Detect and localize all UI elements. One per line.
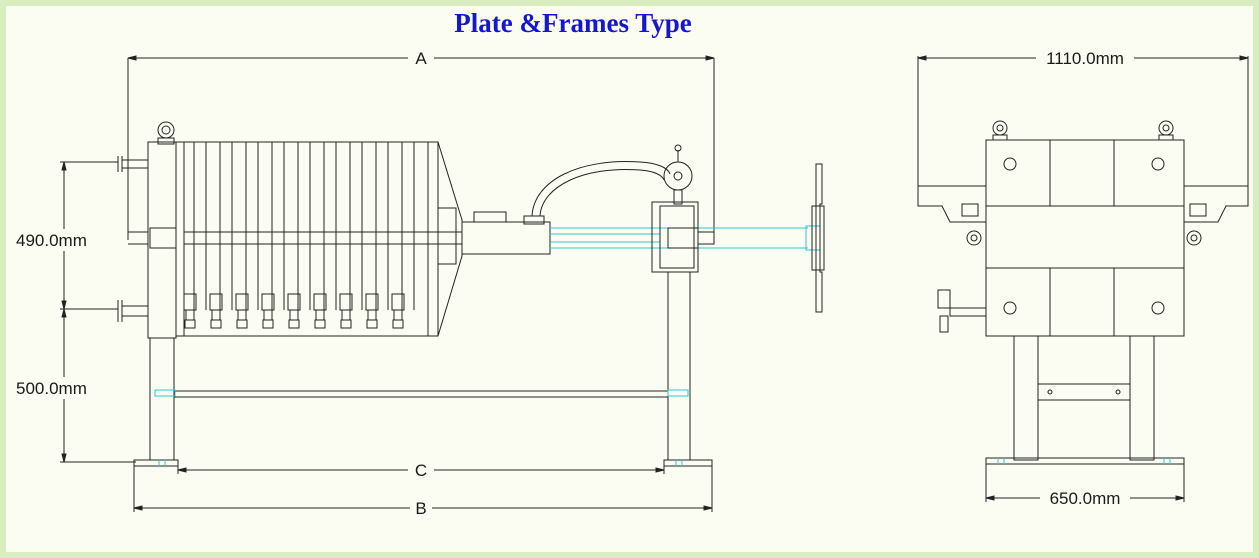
dimension-c: C <box>177 461 665 480</box>
hand-wheel <box>811 163 825 313</box>
front-valve <box>937 289 987 333</box>
dimension-plates-height-label: 490.0mm <box>16 231 87 250</box>
dimension-a-label: A <box>415 49 427 68</box>
dimension-a: A <box>127 49 715 240</box>
tail-stand <box>651 201 715 273</box>
dimension-base-width: 650.0mm <box>985 464 1185 508</box>
outlet-taps <box>183 293 405 329</box>
dimension-front-width-label: 1110.0mm <box>1046 49 1124 68</box>
dimension-legs-height-label: 500.0mm <box>16 379 87 398</box>
hydraulic-ram <box>461 211 821 255</box>
head-plate <box>147 121 177 339</box>
side-brackets <box>917 185 1249 246</box>
dimension-heights: 490.0mm 500.0mm <box>14 161 136 463</box>
dimension-c-label: C <box>415 461 427 480</box>
drawing-frame: Plate &Frames Type <box>6 6 1253 552</box>
filter-plates <box>175 141 463 337</box>
dimension-b-label: B <box>415 499 426 518</box>
front-plate-body <box>985 139 1185 337</box>
drawing-title: Plate &Frames Type <box>454 8 692 38</box>
side-legs <box>133 271 713 467</box>
dimension-b: B <box>133 466 713 518</box>
side-view: A 490.0mm 500.0mm <box>14 49 825 518</box>
front-view: 1110.0mm <box>917 49 1249 508</box>
dimension-front-width: 1110.0mm <box>917 49 1249 204</box>
dimension-base-width-label: 650.0mm <box>1050 489 1121 508</box>
front-lifting-eyes <box>992 120 1174 141</box>
front-legs <box>985 335 1185 465</box>
inlet-pipes <box>117 156 148 322</box>
pressure-gauge <box>531 144 693 217</box>
